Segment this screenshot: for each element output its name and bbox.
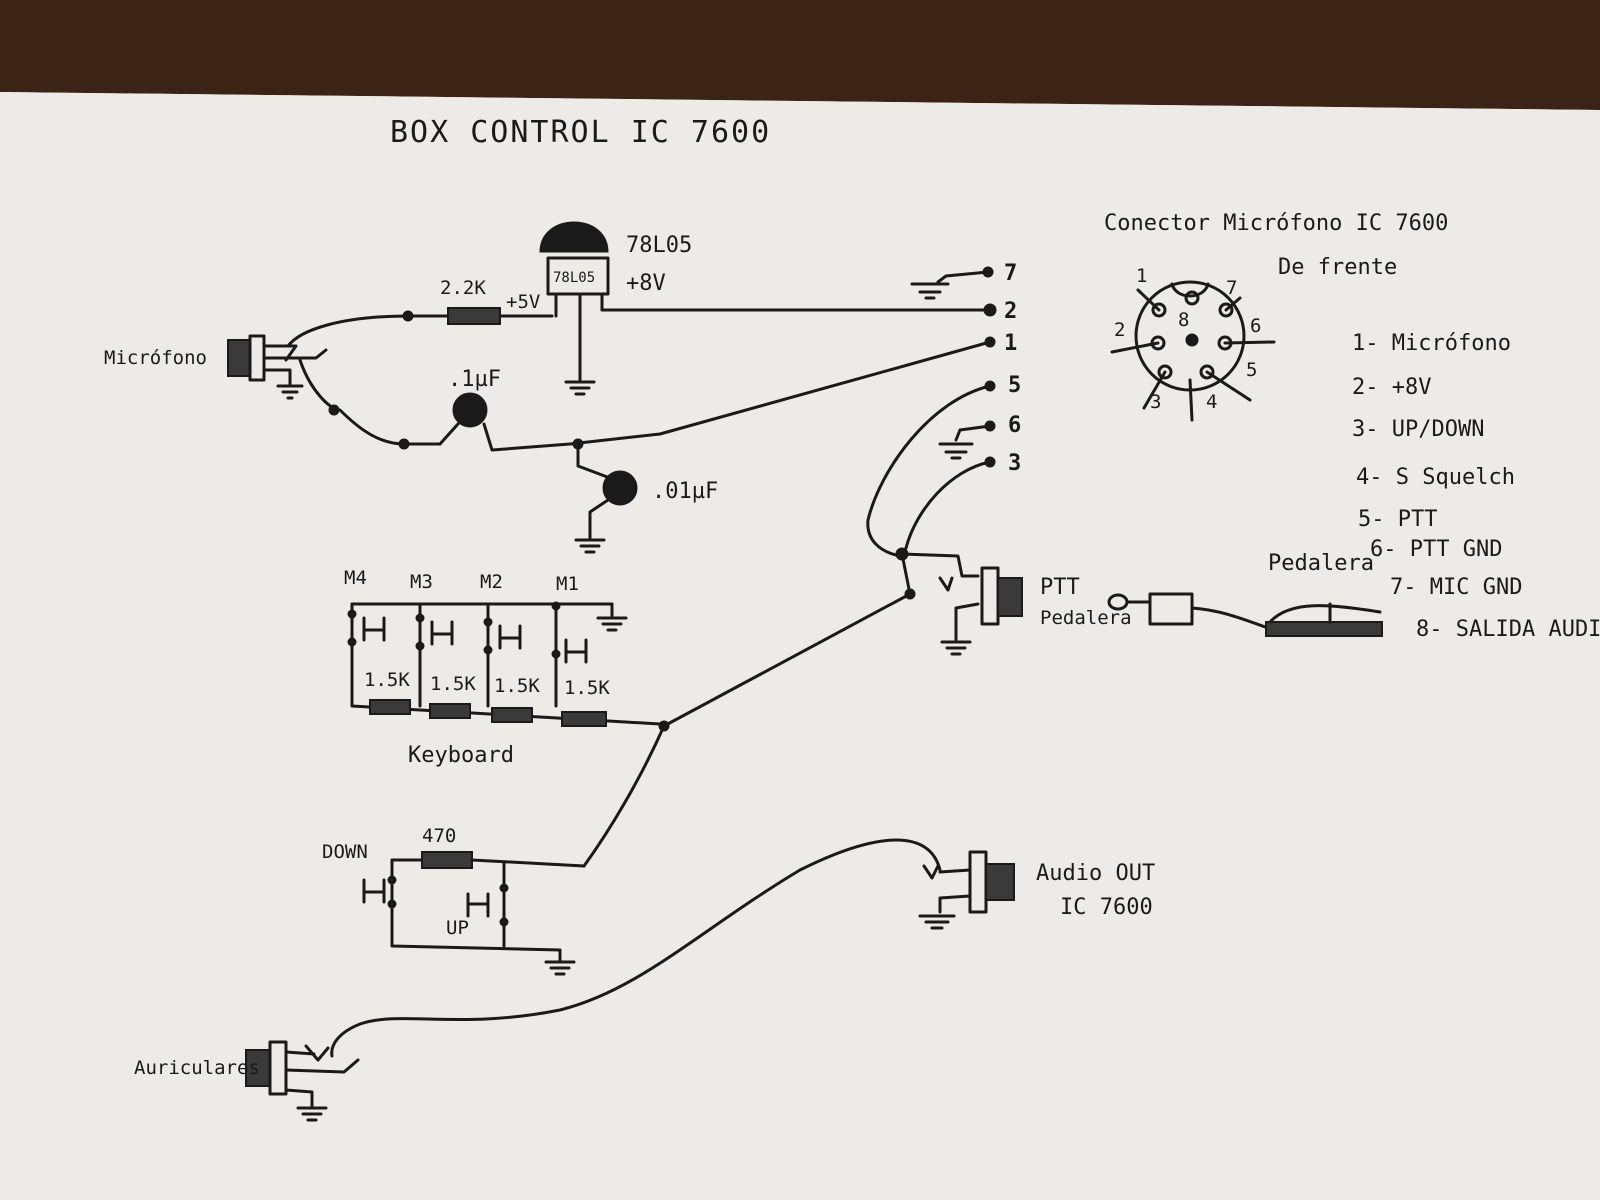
label-r-down: 470 (422, 825, 456, 847)
wire-c1 (438, 422, 572, 452)
terminal-label: 7 (1004, 261, 1017, 286)
label-r-mic: 2.2K (440, 277, 486, 299)
microphone-jack (227, 334, 328, 400)
tabletop (0, 0, 1600, 110)
wire-mic-to-cap (298, 358, 442, 446)
pedal-plug (1107, 592, 1270, 630)
keyboard-resistor-label: 1.5K (430, 673, 476, 695)
capacitor-c2 (602, 470, 638, 506)
label-c1: .1µF (448, 367, 501, 392)
resistor-2k2 (447, 307, 501, 325)
keyboard-key-label: M1 (556, 573, 579, 595)
keyboard-switches (347, 601, 662, 727)
pinout-item: 5- PTT (1358, 507, 1437, 532)
terminal-label: 2 (1004, 299, 1017, 324)
connector-pin: 8 (1178, 309, 1189, 331)
label-audio-out-1: Audio OUT (1036, 861, 1155, 886)
label-auriculares: Auriculares (134, 1057, 260, 1079)
node (398, 438, 410, 450)
label-regulator-part: 78L05 (626, 233, 692, 258)
mic-connector-face (1110, 280, 1276, 422)
paper (0, 92, 1600, 1200)
terminal-label: 6 (1008, 413, 1021, 438)
label-pedalera: Pedalera (1268, 551, 1374, 576)
keyboard-resistor-label: 1.5K (364, 669, 410, 691)
ground-symbol (910, 282, 950, 300)
headphones-jack (245, 1040, 360, 1122)
connector-pin: 7 (1226, 277, 1237, 299)
ptt-jack (900, 552, 1023, 656)
pinout-item: 4- S Squelch (1356, 465, 1515, 490)
pinout-legend: 1- Micrófono 2- +8V 3- UP/DOWN 4- S Sque… (1352, 331, 1600, 642)
wire-pin7-gnd (936, 270, 990, 284)
connector-subtitle: De frente (1278, 255, 1397, 280)
label-up: UP (446, 917, 469, 939)
label-microfono: Micrófono (104, 347, 207, 369)
wire-mic-to-resistor (286, 314, 452, 348)
label-c2: .01µF (652, 479, 718, 504)
terminal-label: 5 (1008, 373, 1021, 398)
regulator-78l05: 78L05 (539, 221, 610, 396)
pinout-item: 7- MIC GND (1390, 575, 1522, 600)
terminal-label: 3 (1008, 451, 1021, 476)
connector-pin: 2 (1114, 319, 1125, 341)
label-regulator-input: +8V (626, 271, 666, 296)
wire-junction (900, 552, 912, 596)
audio-out-jack (918, 850, 1015, 930)
wire-pin6-gnd (954, 424, 992, 442)
connector-title: Conector Micrófono IC 7600 (1104, 211, 1448, 236)
pinout-item: 6- PTT GND (1370, 537, 1502, 562)
diagram-title: BOX CONTROL IC 7600 (390, 115, 771, 150)
wire-pin5 (866, 384, 992, 558)
node (402, 310, 414, 322)
foot-pedal (1265, 602, 1383, 637)
pinout-item: 8- SALIDA AUDIO (1416, 617, 1600, 642)
ground-symbol (574, 538, 606, 554)
pinout-item: 2- +8V (1352, 375, 1431, 400)
keyboard-resistor-label: 1.5K (564, 677, 610, 699)
label-audio-out-2: IC 7600 (1060, 895, 1153, 920)
label-pedalera-jack: Pedalera (1040, 607, 1132, 629)
connector-pin: 6 (1250, 315, 1261, 337)
keyboard-key-label: M3 (410, 571, 433, 593)
wire-pin3 (904, 460, 992, 550)
keyboard-resistor-label: 1.5K (494, 675, 540, 697)
keyboard-key-label: M2 (480, 571, 503, 593)
wire-c2-gnd (588, 498, 610, 540)
ground-symbol (938, 442, 974, 460)
label-down: DOWN (322, 841, 368, 863)
label-ptt: PTT (1040, 575, 1080, 600)
connector-pin: 4 (1206, 391, 1217, 413)
wire-keyboard-to-updown (582, 724, 666, 868)
label-keyboard: Keyboard (408, 743, 514, 768)
wire-audio-to-headphones (330, 838, 942, 1058)
wire-c2 (576, 442, 612, 480)
node (328, 404, 340, 416)
connector-pin: 1 (1136, 265, 1147, 287)
pinout-item: 3- UP/DOWN (1352, 417, 1484, 442)
wire-keyboard-to-junction (662, 592, 912, 728)
terminal-label: 1 (1004, 331, 1017, 356)
wire-to-pin1 (568, 340, 992, 446)
regulator-body-label: 78L05 (553, 270, 595, 286)
pinout-item: 1- Micrófono (1352, 331, 1511, 356)
keyboard-key-label: M4 (344, 567, 367, 589)
connector-pin: 5 (1246, 359, 1257, 381)
capacitor-c1 (452, 392, 488, 428)
up-down-switches (362, 851, 586, 976)
label-reg-output: +5V (506, 291, 540, 313)
connector-pin: 3 (1150, 391, 1161, 413)
